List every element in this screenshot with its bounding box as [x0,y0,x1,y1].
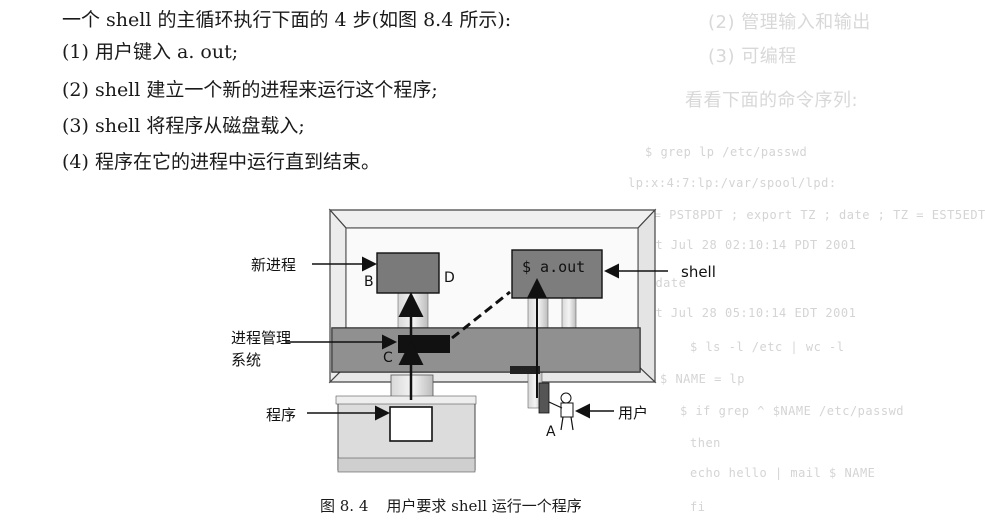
point-c: C [383,350,393,366]
process-management-bar [332,328,640,374]
label-process-mgmt-2: 系统 [231,351,261,369]
label-user: 用户 [618,404,648,422]
point-b: B [364,274,374,290]
shell-prompt: $ a.out [522,258,585,276]
figure-caption: 图 8. 4 用户要求 shell 运行一个程序 [320,495,582,516]
caption-text: 用户要求 shell 运行一个程序 [386,497,581,515]
point-d: D [444,270,455,286]
label-new-process: 新进程 [251,256,296,274]
point-a: A [546,424,556,440]
new-process-box [377,253,439,293]
program-file [390,407,432,441]
disk [336,396,476,472]
label-process-mgmt: 进程管理 [231,329,291,347]
process-c-block [398,335,450,353]
user-figure [539,383,573,430]
caption-number: 图 8. 4 [320,497,368,515]
label-program: 程序 [266,406,296,424]
label-shell: shell [681,263,716,281]
